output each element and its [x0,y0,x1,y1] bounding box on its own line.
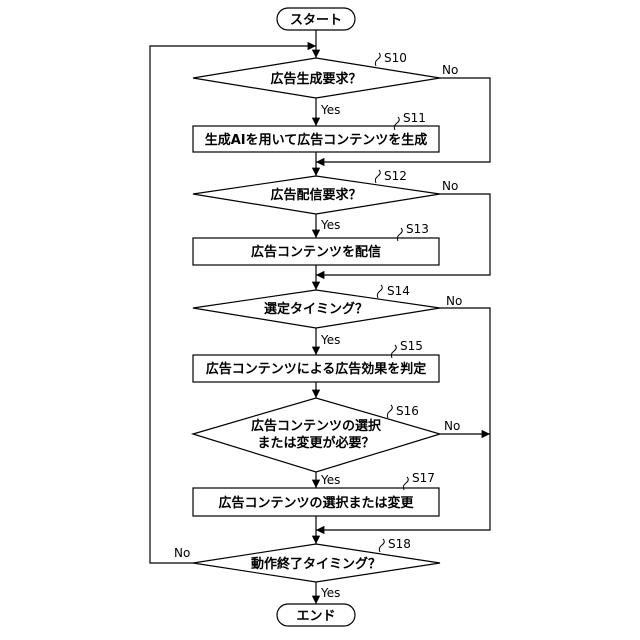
step-s14-id: S14 [387,284,410,298]
decision-s16-no-label: No [444,419,460,433]
step-s18: 動作終了タイミング？ S18 No Yes [174,537,440,600]
step-s18-id: S18 [388,537,411,551]
decision-s10-no-label: No [442,63,458,77]
step-s10-tick [375,53,380,66]
step-s16-tick [387,405,392,418]
step-s10: 広告生成要求？ S10 No Yes [193,51,458,117]
decision-s12-yes-label: Yes [320,218,340,232]
step-s14-tick [377,285,382,298]
decision-s12-no-label: No [442,179,458,193]
terminal-start-label: スタート [290,13,342,28]
decision-s18-label: 動作終了タイミング？ [251,556,381,572]
process-s15-label: 広告コンテンツによる広告効果を判定 [206,361,427,377]
step-s15-id: S15 [400,339,423,353]
step-s11-id: S11 [403,111,426,125]
step-s12-tick [375,170,380,183]
decision-s16-label-line2: または変更が必要？ [257,435,374,451]
step-s13-id: S13 [406,222,429,236]
terminal-start: スタート [277,8,355,30]
decision-s16-label-line1: 広告コンテンツの選択 [251,418,382,434]
terminal-end-label: エンド [296,609,335,624]
process-s17-label: 広告コンテンツの選択または変更 [218,495,414,511]
terminal-end: エンド [277,604,355,626]
step-s18-tick [379,539,384,552]
decision-s14-yes-label: Yes [320,333,340,347]
step-s17-id: S17 [412,471,435,485]
step-s14: 選定タイミング？ S14 No Yes [193,284,462,347]
decision-s18-no-label: No [174,546,190,560]
decision-s10-yes-label: Yes [320,103,340,117]
decision-s16-yes-label: Yes [320,473,340,487]
process-s11-label: 生成AIを用いて広告コンテンツを生成 [205,132,428,148]
process-s13-label: 広告コンテンツを配信 [251,244,381,260]
decision-s14-label: 選定タイミング？ [264,301,368,317]
step-s12-id: S12 [384,169,407,183]
decision-s18-yes-label: Yes [320,586,340,600]
step-s10-id: S10 [384,51,407,65]
decision-s14-no-label: No [446,294,462,308]
decision-s12-label: 広告配信要求？ [270,187,361,203]
step-s16-id: S16 [396,404,419,418]
decision-s10-label: 広告生成要求？ [270,71,361,87]
